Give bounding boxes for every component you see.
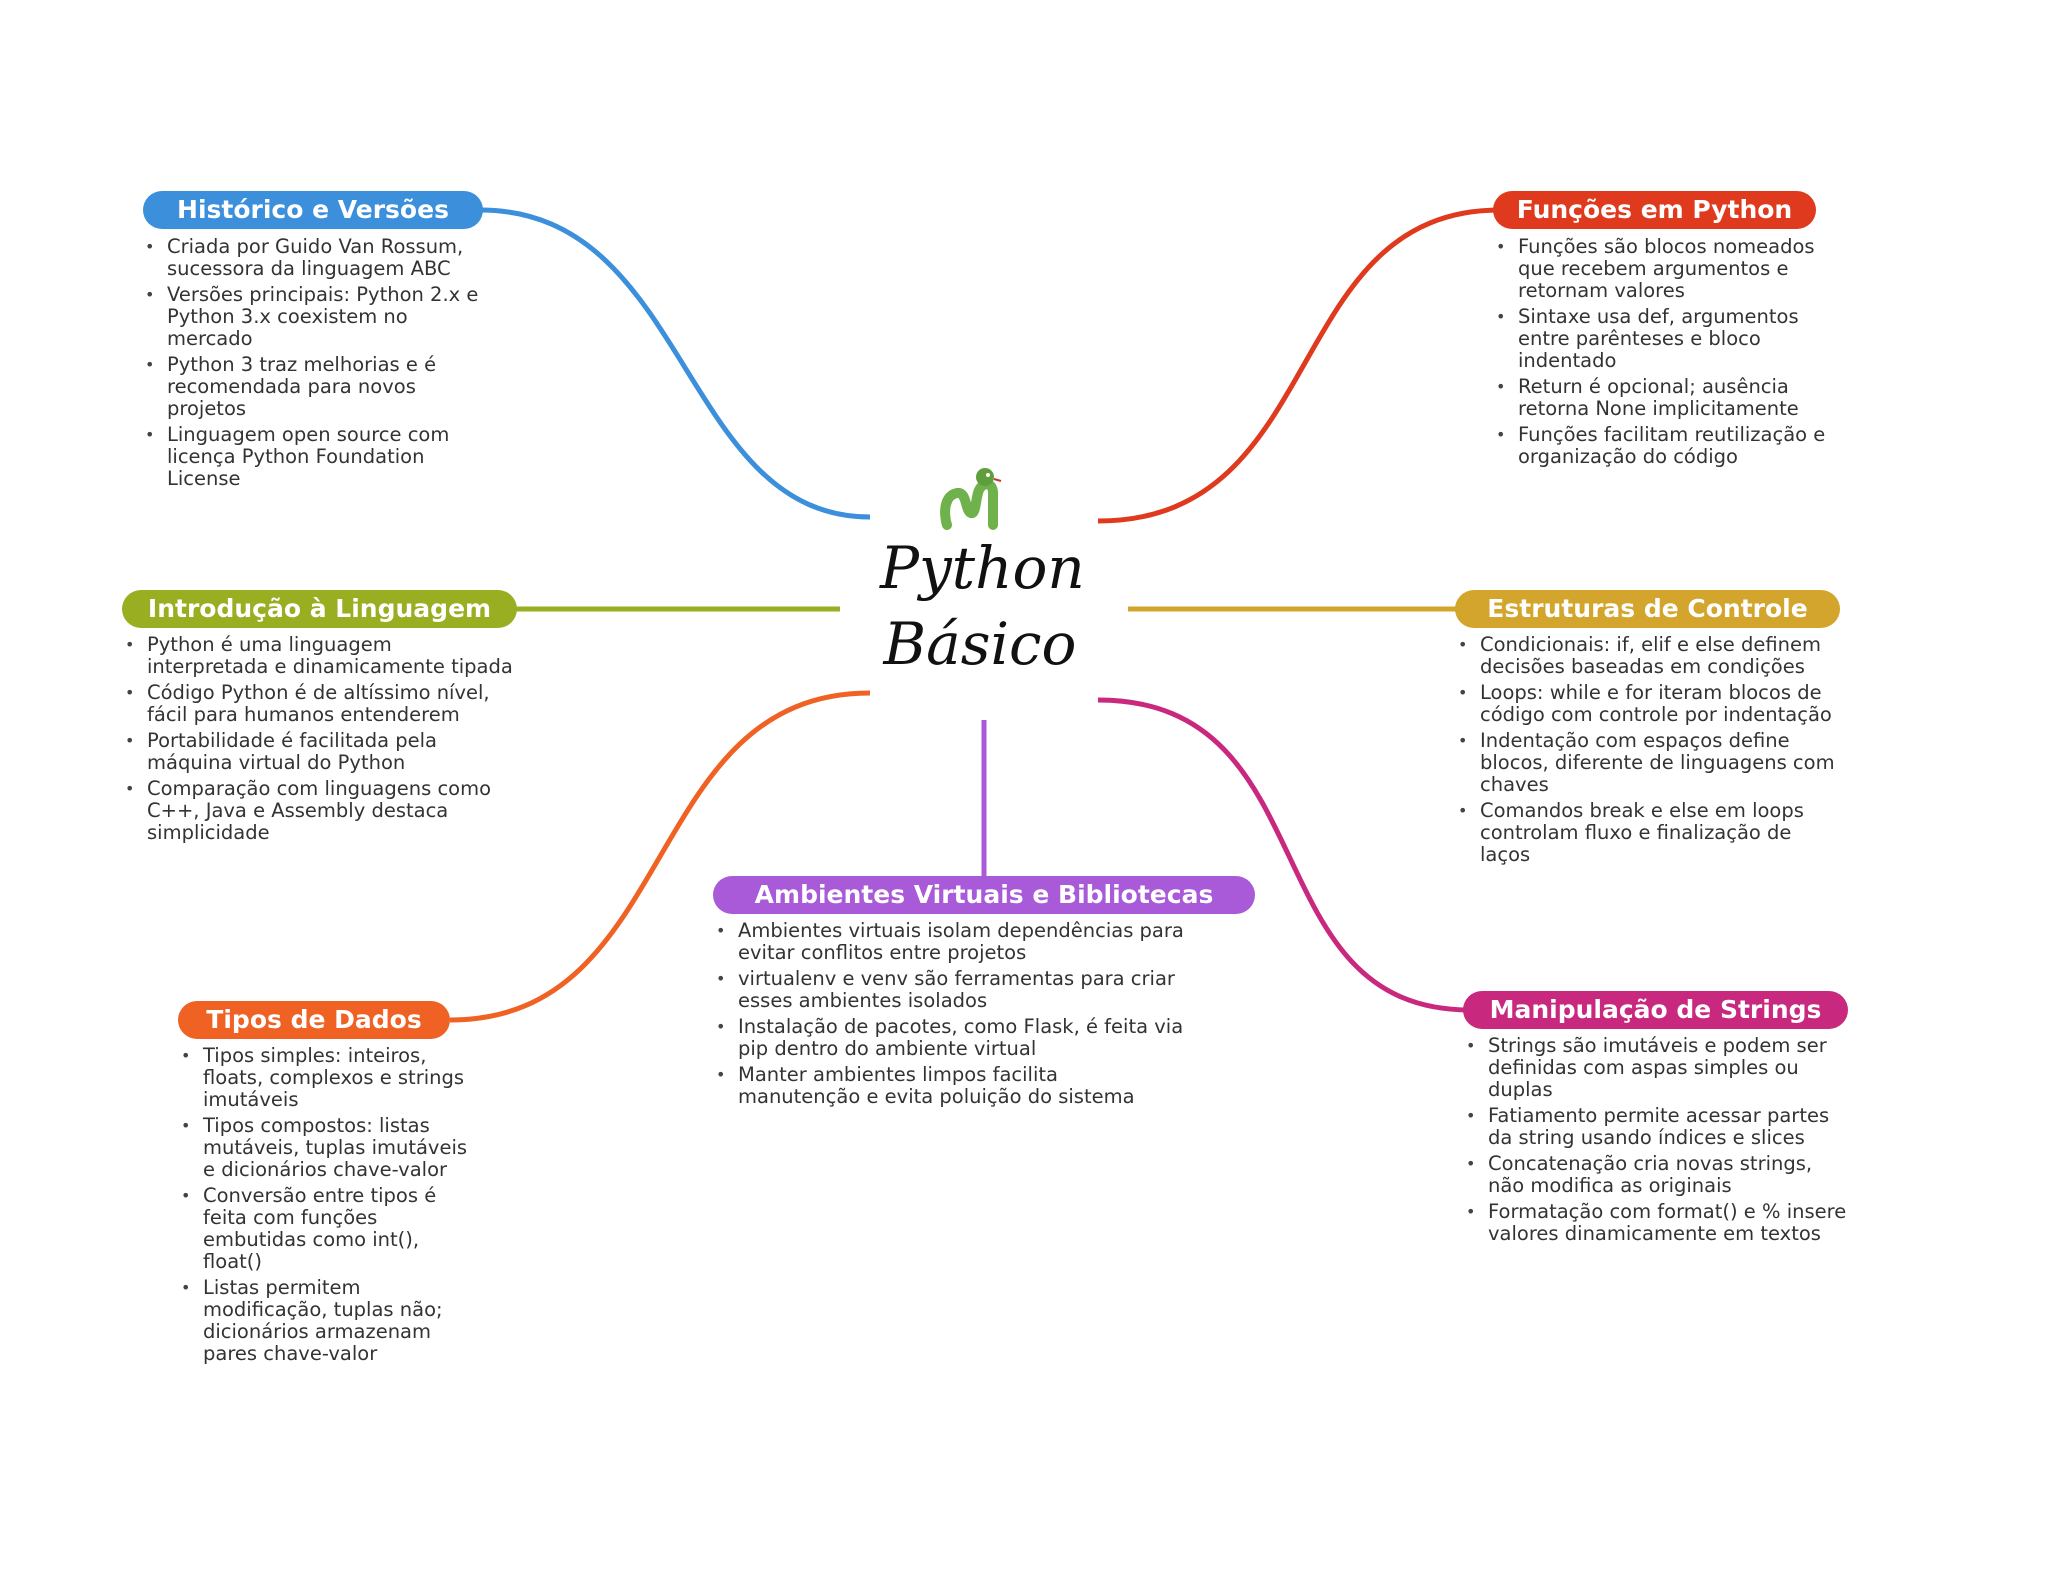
list-strings: Strings são imutáveis e podem ser defini…	[1464, 1035, 1849, 1249]
connector-historico	[479, 207, 871, 520]
center-title: Python Básico	[880, 530, 1085, 682]
list-funcoes: Funções são blocos nomeados que recebem …	[1494, 236, 1829, 472]
connector-tipos	[449, 690, 871, 1023]
list-item: Criada por Guido Van Rossum, sucessora d…	[143, 236, 488, 280]
topic-funcoes[interactable]: Funções em Python	[1493, 191, 1816, 229]
list-item: Strings são imutáveis e podem ser defini…	[1464, 1035, 1849, 1101]
list-ambientes: Ambientes virtuais isolam dependências p…	[714, 920, 1184, 1112]
center-title-line2: Básico	[883, 610, 1077, 678]
connector-strings	[1097, 697, 1471, 1013]
snake-icon	[940, 468, 1002, 530]
list-item: Indentação com espaços define blocos, di…	[1456, 730, 1846, 796]
list-historico: Criada por Guido Van Rossum, sucessora d…	[143, 236, 488, 494]
list-item: Loops: while e for iteram blocos de códi…	[1456, 682, 1846, 726]
list-item: Return é opcional; ausência retorna None…	[1494, 376, 1829, 420]
list-item: Fatiamento permite acessar partes da str…	[1464, 1105, 1849, 1149]
topic-introducao[interactable]: Introdução à Linguagem	[122, 590, 517, 628]
list-item: Listas permitem modificação, tuplas não;…	[179, 1277, 479, 1365]
list-item: Condicionais: if, elif e else definem de…	[1456, 634, 1846, 678]
list-item: Funções são blocos nomeados que recebem …	[1494, 236, 1829, 302]
list-item: Formatação com format() e % insere valor…	[1464, 1201, 1849, 1245]
list-item: Tipos simples: inteiros, floats, complex…	[179, 1045, 479, 1111]
list-item: Versões principais: Python 2.x e Python …	[143, 284, 488, 350]
list-item: Python 3 traz melhorias e é recomendada …	[143, 354, 488, 420]
list-tipos: Tipos simples: inteiros, floats, complex…	[179, 1045, 479, 1369]
center-title-line1: Python	[880, 534, 1085, 602]
list-item: Funções facilitam reutilização e organiz…	[1494, 424, 1829, 468]
list-item: Código Python é de altíssimo nível, fáci…	[123, 682, 518, 726]
list-item: Ambientes virtuais isolam dependências p…	[714, 920, 1184, 964]
list-item: Concatenação cria novas strings, não mod…	[1464, 1153, 1849, 1197]
list-item: Portabilidade é facilitada pela máquina …	[123, 730, 518, 774]
topic-tipos[interactable]: Tipos de Dados	[178, 1001, 450, 1039]
list-item: Tipos compostos: listas mutáveis, tuplas…	[179, 1115, 479, 1181]
topic-strings[interactable]: Manipulação de Strings	[1463, 991, 1848, 1029]
list-item: Sintaxe usa def, argumentos entre parênt…	[1494, 306, 1829, 372]
connector-funcoes	[1097, 207, 1501, 524]
list-item: Manter ambientes limpos facilita manuten…	[714, 1064, 1184, 1108]
topic-historico[interactable]: Histórico e Versões	[143, 191, 483, 229]
list-item: Python é uma linguagem interpretada e di…	[123, 634, 518, 678]
list-item: Linguagem open source com licença Python…	[143, 424, 488, 490]
list-item: Conversão entre tipos é feita com funçõe…	[179, 1185, 479, 1273]
topic-estruturas[interactable]: Estruturas de Controle	[1455, 590, 1840, 628]
list-estruturas: Condicionais: if, elif e else definem de…	[1456, 634, 1846, 870]
list-introducao: Python é uma linguagem interpretada e di…	[123, 634, 518, 848]
list-item: Instalação de pacotes, como Flask, é fei…	[714, 1016, 1184, 1060]
list-item: Comandos break e else em loops controlam…	[1456, 800, 1846, 866]
list-item: virtualenv e venv são ferramentas para c…	[714, 968, 1184, 1012]
list-item: Comparação com linguagens como C++, Java…	[123, 778, 518, 844]
topic-ambientes[interactable]: Ambientes Virtuais e Bibliotecas	[713, 876, 1255, 914]
